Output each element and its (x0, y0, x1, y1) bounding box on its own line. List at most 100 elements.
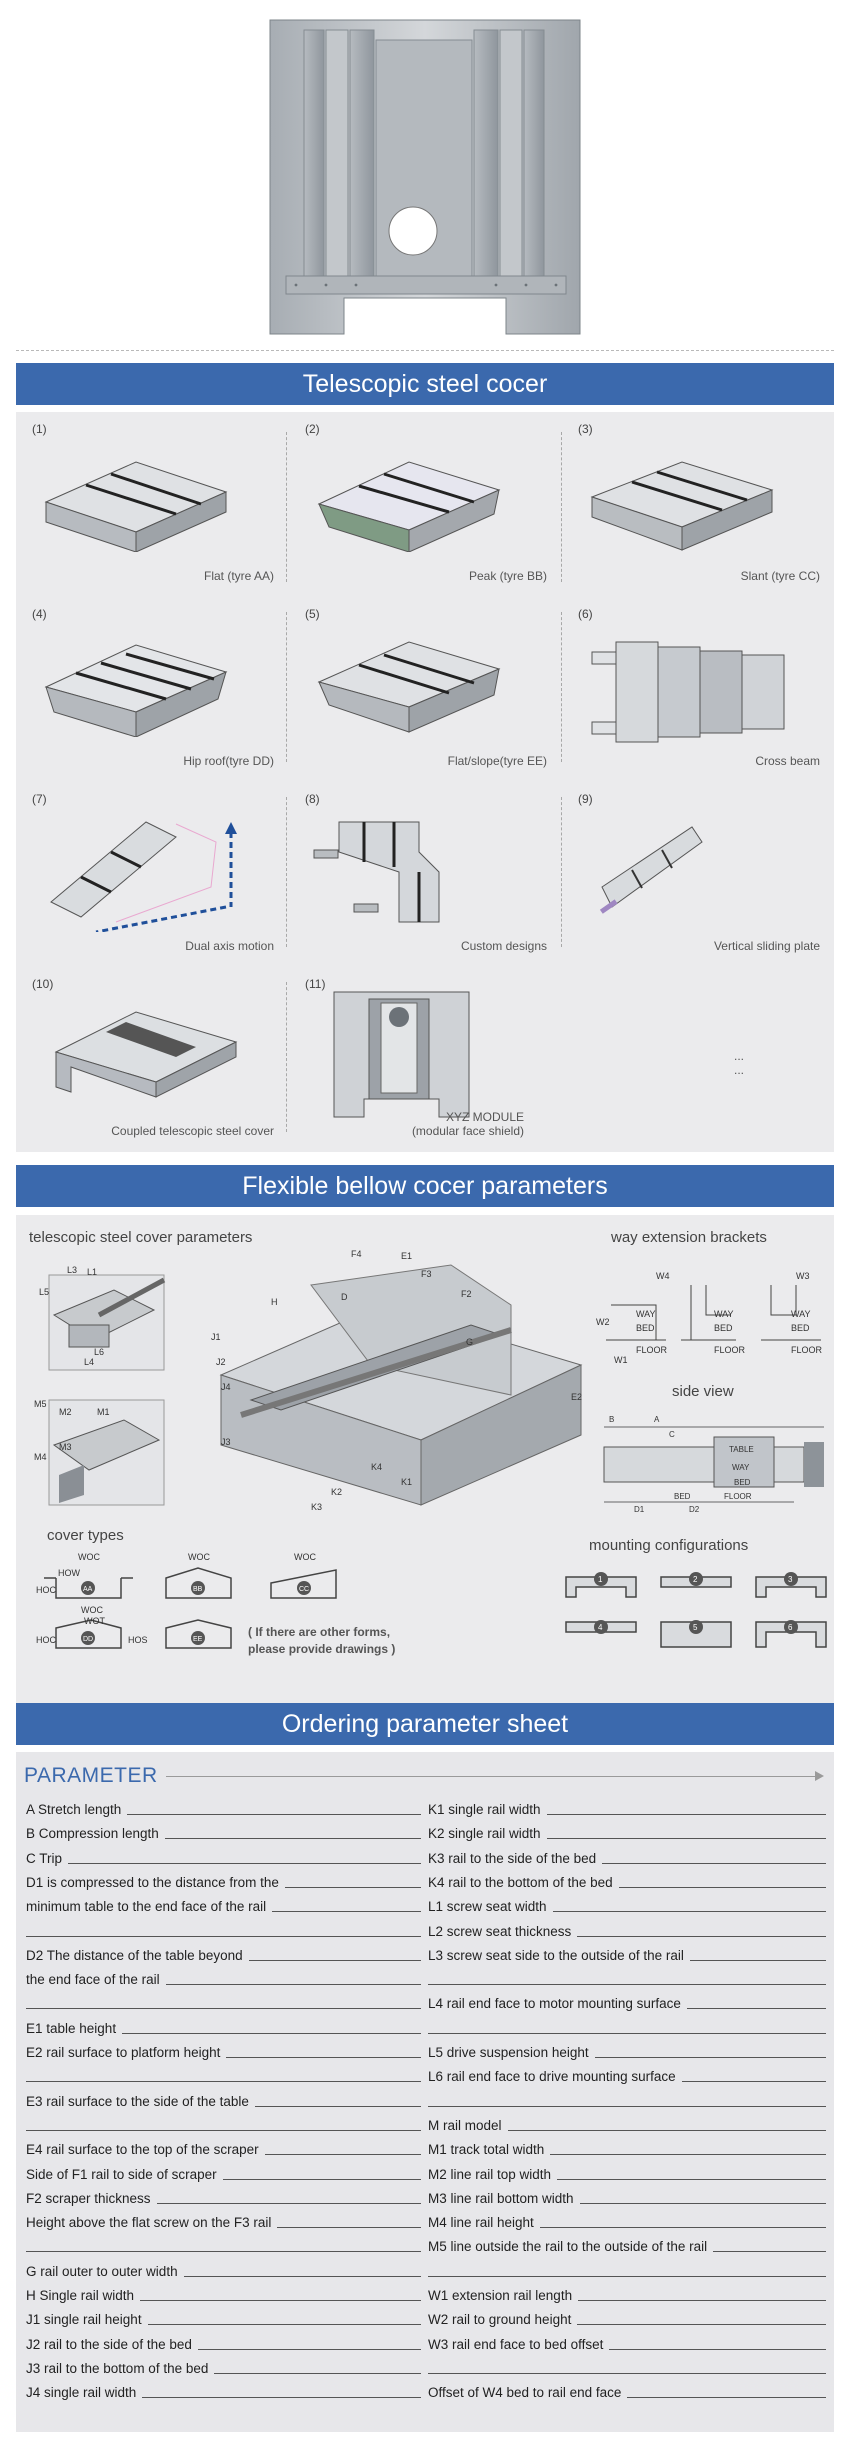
parameter-field-row[interactable]: M2 line rail top width (428, 2159, 826, 2183)
parameter-field-row[interactable] (26, 1988, 421, 2012)
parameter-field-row[interactable]: Side of F1 rail to side of scraper (26, 2159, 421, 2183)
parameter-input-line[interactable] (26, 2081, 421, 2083)
parameter-input-line[interactable] (428, 2372, 826, 2374)
parameter-input-line[interactable] (713, 2251, 826, 2253)
parameter-input-line[interactable] (552, 1911, 826, 1913)
parameter-input-line[interactable] (594, 2057, 826, 2058)
parameter-field-row[interactable] (428, 2013, 826, 2037)
parameter-input-line[interactable] (539, 2227, 826, 2229)
parameter-field-row[interactable]: E1 table height (26, 2013, 421, 2037)
parameter-input-line[interactable] (627, 2397, 826, 2399)
parameter-input-line[interactable] (26, 2129, 421, 2131)
parameter-input-line[interactable] (428, 2275, 826, 2277)
parameter-input-line[interactable] (68, 1862, 421, 1864)
parameter-input-line[interactable] (164, 1838, 421, 1840)
parameter-input-line[interactable] (248, 1959, 421, 1961)
parameter-input-line[interactable] (156, 2202, 421, 2204)
parameter-field-row[interactable]: W3 rail end face to bed offset (428, 2329, 826, 2353)
parameter-field-row[interactable]: L6 rail end face to drive mounting surfa… (428, 2061, 826, 2085)
parameter-input-line[interactable] (428, 2032, 826, 2034)
parameter-field-row[interactable]: H Single rail width (26, 2280, 421, 2304)
parameter-input-line[interactable] (222, 2178, 421, 2180)
parameter-field-row[interactable] (26, 2110, 421, 2134)
parameter-input-line[interactable] (142, 2397, 421, 2399)
parameter-input-line[interactable] (197, 2348, 421, 2350)
parameter-input-line[interactable] (264, 2154, 421, 2156)
parameter-field-row[interactable]: J4 single rail width (26, 2377, 421, 2401)
parameter-field-row[interactable]: J1 single rail height (26, 2304, 421, 2328)
parameter-input-line[interactable] (26, 1935, 421, 1937)
parameter-input-line[interactable] (140, 2300, 421, 2301)
parameter-field-row[interactable]: E4 rail surface to the top of the scrape… (26, 2134, 421, 2158)
parameter-field-row[interactable]: K2 single rail width (428, 1818, 826, 1842)
parameter-input-line[interactable] (681, 2081, 826, 2083)
parameter-input-line[interactable] (609, 2348, 826, 2350)
parameter-field-row[interactable]: G rail outer to outer width (26, 2256, 421, 2280)
parameter-input-line[interactable] (284, 1886, 421, 1888)
parameter-field-row[interactable]: K1 single rail width (428, 1794, 826, 1818)
parameter-input-line[interactable] (254, 2105, 421, 2107)
parameter-field-row[interactable]: D2 The distance of the table beyond (26, 1940, 421, 1964)
parameter-field-row[interactable]: B Compression length (26, 1818, 421, 1842)
parameter-input-line[interactable] (557, 2178, 826, 2180)
parameter-field-row[interactable] (428, 2086, 826, 2110)
parameter-field-row[interactable]: L2 screw seat thickness (428, 1916, 826, 1940)
parameter-input-line[interactable] (127, 1814, 421, 1815)
parameter-input-line[interactable] (428, 2105, 826, 2107)
parameter-input-line[interactable] (122, 2032, 421, 2034)
parameter-field-row[interactable]: L5 drive suspension height (428, 2037, 826, 2061)
parameter-input-line[interactable] (618, 1886, 826, 1888)
parameter-input-line[interactable] (214, 2372, 421, 2374)
parameter-field-row[interactable]: W2 rail to ground height (428, 2304, 826, 2328)
parameter-field-row[interactable]: K3 rail to the side of the bed (428, 1843, 826, 1867)
parameter-field-row[interactable]: W1 extension rail length (428, 2280, 826, 2304)
parameter-input-line[interactable] (579, 2202, 826, 2204)
parameter-field-row[interactable]: A Stretch length (26, 1794, 421, 1818)
parameter-input-line[interactable] (686, 2008, 826, 2010)
parameter-field-row[interactable] (26, 2061, 421, 2085)
parameter-input-line[interactable] (26, 2008, 421, 2010)
parameter-field-row[interactable]: L4 rail end face to motor mounting surfa… (428, 1988, 826, 2012)
parameter-input-line[interactable] (272, 1911, 421, 1913)
parameter-input-line[interactable] (26, 2251, 421, 2253)
parameter-field-row[interactable]: M5 line outside the rail to the outside … (428, 2231, 826, 2255)
parameter-input-line[interactable] (578, 2300, 826, 2301)
parameter-input-line[interactable] (147, 2324, 421, 2326)
parameter-field-row[interactable]: J2 rail to the side of the bed (26, 2329, 421, 2353)
parameter-input-line[interactable] (507, 2129, 826, 2131)
parameter-field-row[interactable]: L3 screw seat side to the outside of the… (428, 1940, 826, 1964)
parameter-input-line[interactable] (428, 1984, 826, 1986)
parameter-field-row[interactable] (26, 1916, 421, 1940)
parameter-field-row[interactable]: the end face of the rail (26, 1964, 421, 1988)
parameter-field-row[interactable] (428, 1964, 826, 1988)
parameter-input-line[interactable] (577, 2324, 826, 2326)
parameter-input-line[interactable] (165, 1984, 421, 1986)
parameter-field-row[interactable]: M rail model (428, 2110, 826, 2134)
parameter-input-line[interactable] (546, 1814, 826, 1815)
parameter-field-row[interactable] (428, 2353, 826, 2377)
parameter-field-row[interactable]: D1 is compressed to the distance from th… (26, 1867, 421, 1891)
parameter-field-row[interactable]: F2 scraper thickness (26, 2183, 421, 2207)
parameter-field-row[interactable]: C Trip (26, 1843, 421, 1867)
parameter-field-row[interactable]: J3 rail to the bottom of the bed (26, 2353, 421, 2377)
parameter-field-row[interactable]: Offset of W4 bed to rail end face (428, 2377, 826, 2401)
parameter-input-line[interactable] (226, 2057, 421, 2058)
parameter-field-row[interactable]: M1 track total width (428, 2134, 826, 2158)
parameter-field-row[interactable]: E2 rail surface to platform height (26, 2037, 421, 2061)
parameter-field-row[interactable] (428, 2256, 826, 2280)
parameter-field-row[interactable]: K4 rail to the bottom of the bed (428, 1867, 826, 1891)
parameter-input-line[interactable] (277, 2227, 421, 2229)
parameter-input-line[interactable] (577, 1935, 826, 1937)
parameter-input-line[interactable] (689, 1959, 826, 1961)
parameter-input-line[interactable] (546, 1838, 826, 1840)
parameter-field-row[interactable]: Height above the flat screw on the F3 ra… (26, 2207, 421, 2231)
parameter-field-row[interactable]: M4 line rail height (428, 2207, 826, 2231)
parameter-field-row[interactable]: M3 line rail bottom width (428, 2183, 826, 2207)
parameter-input-line[interactable] (602, 1862, 826, 1864)
parameter-field-row[interactable]: minimum table to the end face of the rai… (26, 1891, 421, 1915)
parameter-field-row[interactable] (26, 2231, 421, 2255)
parameter-field-row[interactable]: L1 screw seat width (428, 1891, 826, 1915)
parameter-input-line[interactable] (550, 2154, 826, 2156)
parameter-field-row[interactable]: E3 rail surface to the side of the table (26, 2086, 421, 2110)
parameter-input-line[interactable] (183, 2275, 421, 2277)
